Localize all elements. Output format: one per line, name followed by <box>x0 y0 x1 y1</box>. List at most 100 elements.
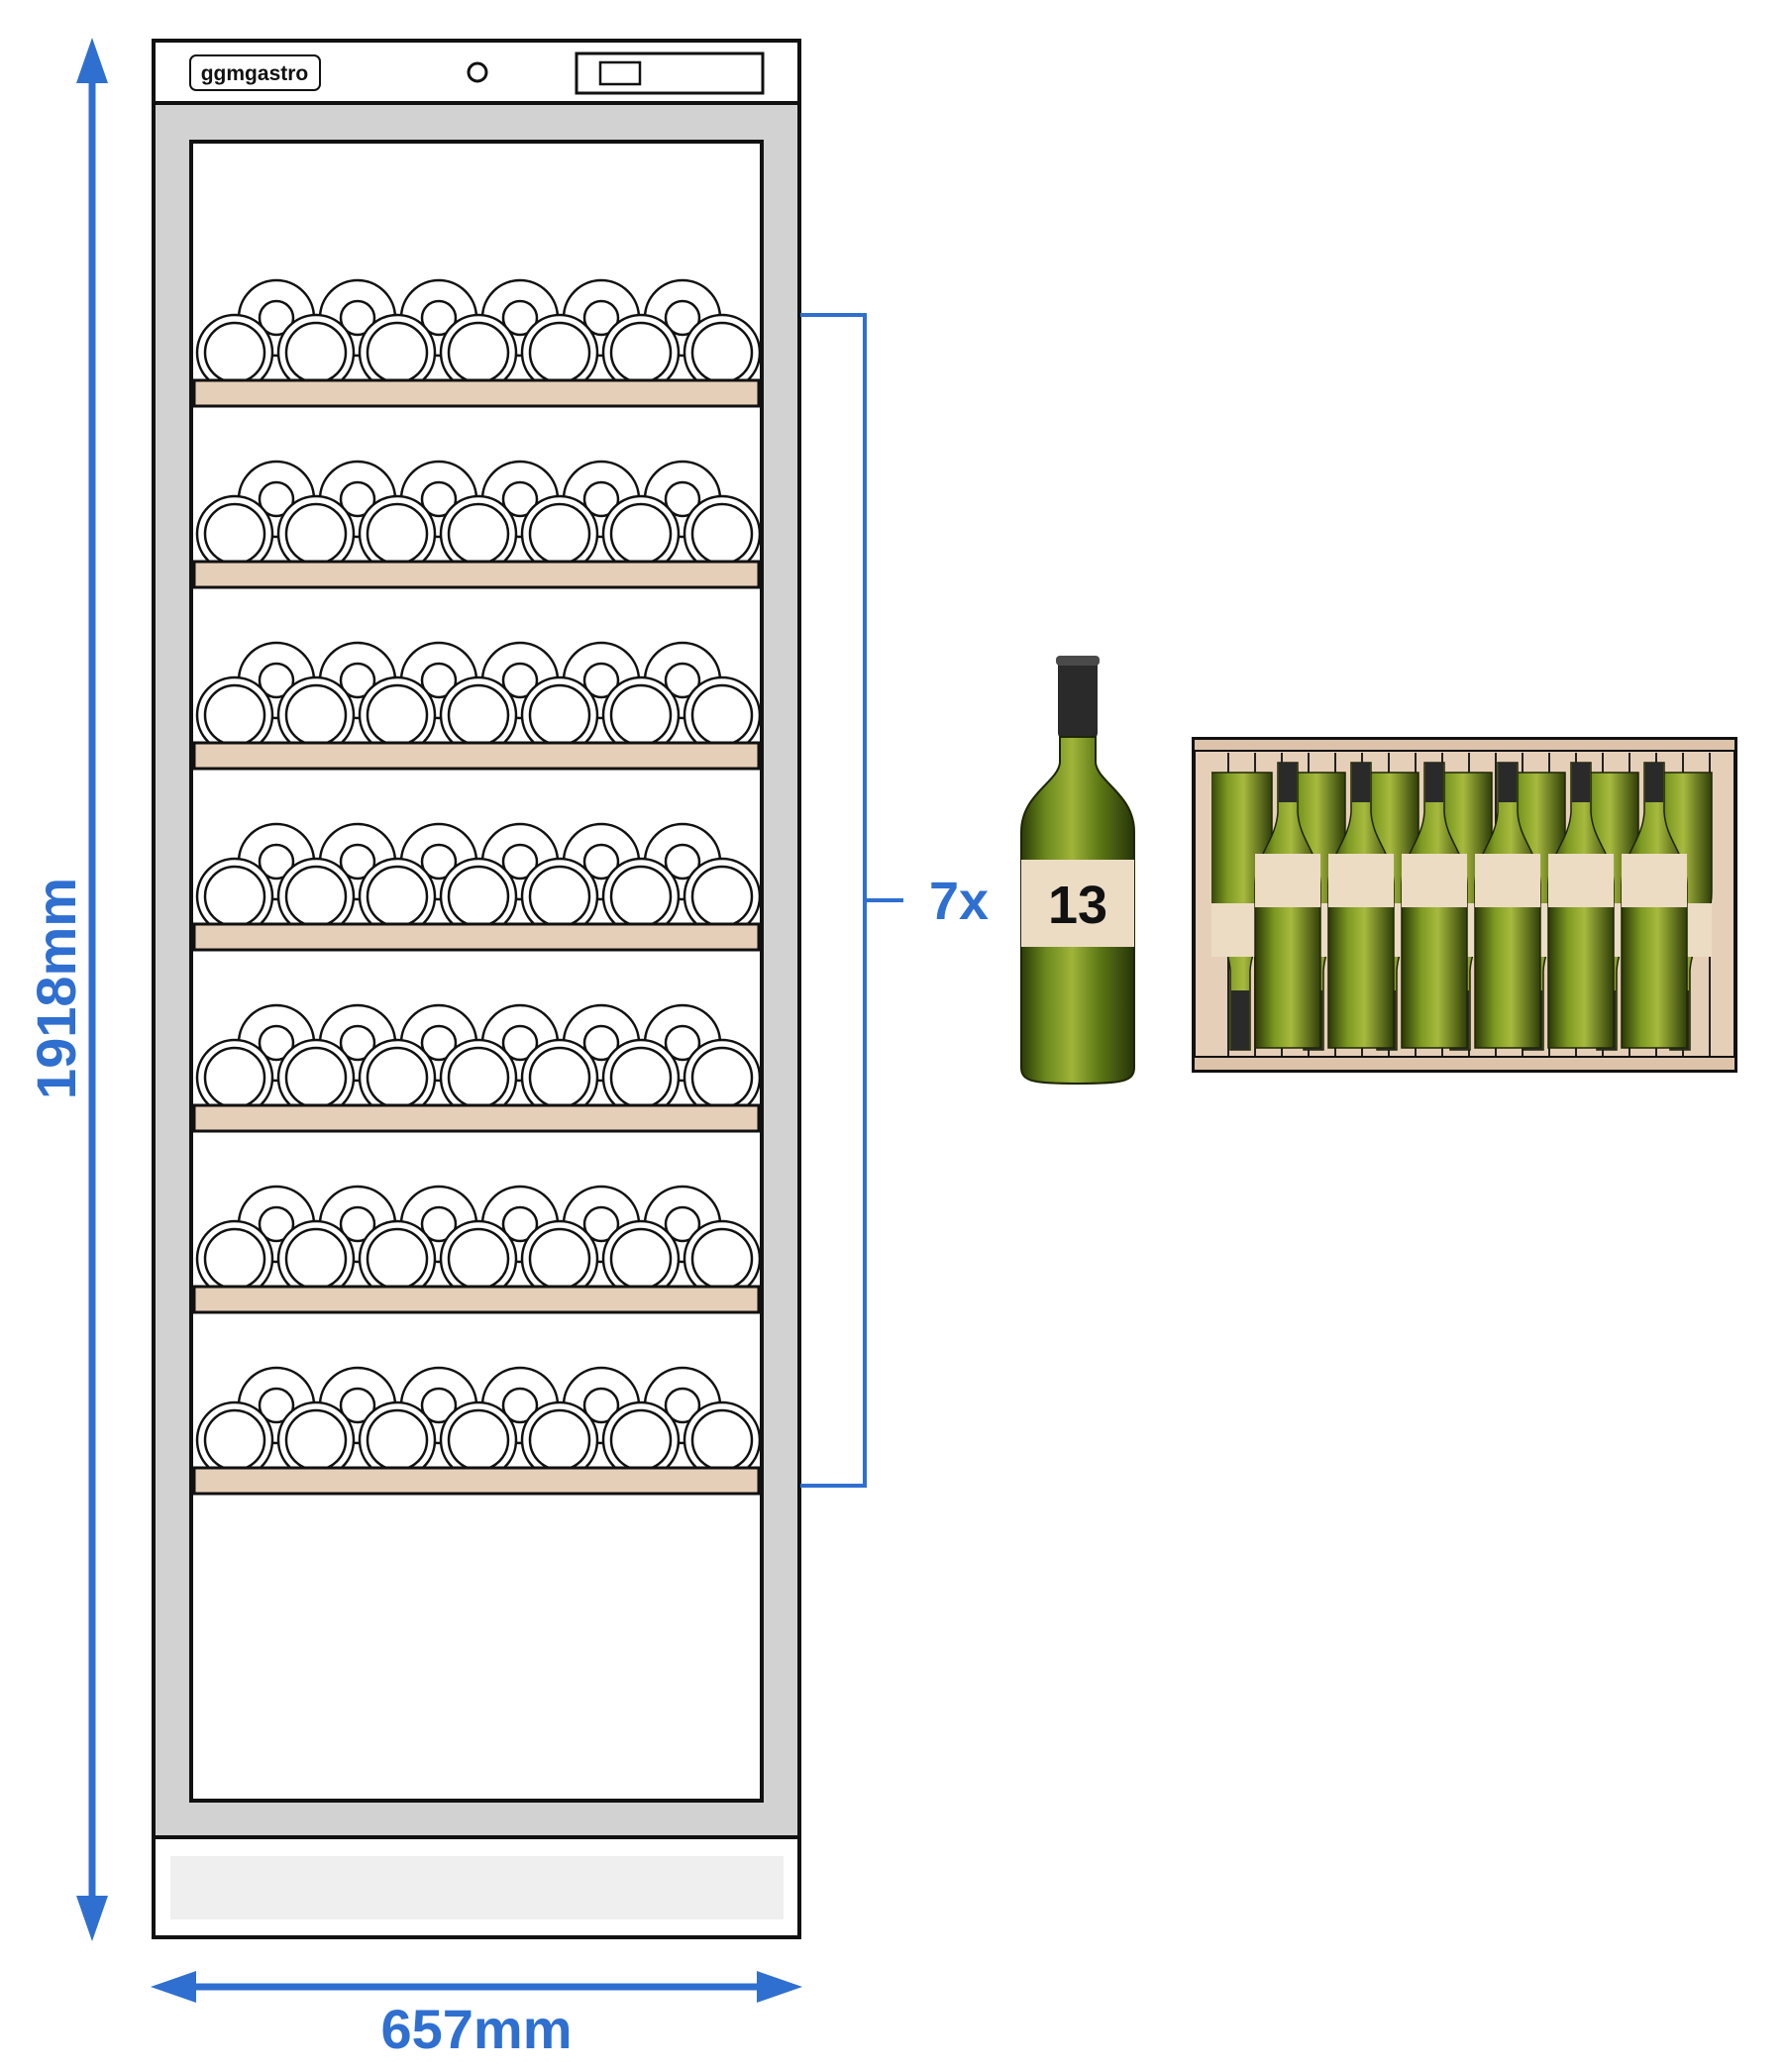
shelf <box>192 822 761 952</box>
bottle-end <box>601 1219 681 1287</box>
rack-bottles-group <box>1211 753 1713 1056</box>
wine-cabinet: ggmgastro <box>152 39 801 1939</box>
bottle-end <box>439 857 518 924</box>
bottle-end <box>195 1038 274 1105</box>
brand-logo: ggmgastro <box>201 62 309 85</box>
bottle-end <box>520 857 599 924</box>
height-arrow-head-top <box>76 38 108 83</box>
shelf <box>192 641 761 771</box>
bottle-end <box>439 494 518 562</box>
bottle-end <box>195 1219 274 1287</box>
bottle-end <box>601 1400 681 1468</box>
rack-bottle <box>1401 762 1468 1049</box>
bottle-end <box>195 675 274 743</box>
bottle-label-text: 13 <box>1048 876 1107 935</box>
bottle-end <box>276 1219 356 1287</box>
shelf-board <box>192 560 761 589</box>
bottle-end <box>601 494 681 562</box>
bottle-end <box>683 1219 760 1287</box>
bottle-ends-row <box>195 641 760 743</box>
bottle-end <box>683 1400 760 1468</box>
shelf-board <box>192 1466 761 1496</box>
bottle-end <box>439 313 518 380</box>
bottle-ends-row <box>195 822 760 924</box>
bottle-end <box>439 1038 518 1105</box>
rack-bottle <box>1621 762 1688 1049</box>
shelf-board <box>192 1285 761 1314</box>
bottle-end <box>276 1038 356 1105</box>
bottle-end <box>195 1400 274 1468</box>
height-dimension: 1918mm <box>25 38 108 1941</box>
bottle-end <box>601 857 681 924</box>
bottle-end <box>276 313 356 380</box>
width-dimension: 657mm <box>151 1971 802 2060</box>
shelf <box>192 1003 761 1133</box>
bottle-end <box>520 1038 599 1105</box>
shelf-board <box>192 922 761 952</box>
bottle-end <box>276 494 356 562</box>
height-arrow-head-bottom <box>76 1896 108 1941</box>
rack-bottle <box>1327 762 1395 1049</box>
bottle-end <box>439 675 518 743</box>
bottle-end <box>195 857 274 924</box>
bottle-ends-row <box>195 278 760 380</box>
shelf-board <box>192 1103 761 1133</box>
shelf-count-label: 7x <box>929 872 989 931</box>
kick-plate <box>170 1856 784 1919</box>
width-label: 657mm <box>380 1998 572 2060</box>
shelf <box>192 1185 761 1314</box>
bottle-end <box>601 1038 681 1105</box>
wine-bottle-icon: 13 <box>1020 656 1135 1086</box>
bottle-end <box>601 313 681 380</box>
bracket-line <box>800 313 867 1488</box>
bottle-end <box>520 1219 599 1287</box>
width-arrow-head-right <box>757 1971 802 2003</box>
bottle-end <box>683 313 760 380</box>
shelf-count-bracket: 7x <box>800 313 989 1488</box>
bottle-end <box>195 313 274 380</box>
bottle-ends-row <box>195 1366 760 1468</box>
bottle-end <box>276 1400 356 1468</box>
bottle-end <box>276 675 356 743</box>
bottle-end <box>520 494 599 562</box>
height-label: 1918mm <box>25 878 87 1099</box>
bottle-end <box>683 494 760 562</box>
bottle-end <box>520 313 599 380</box>
bottle-end <box>683 1038 760 1105</box>
shelf-board <box>192 378 761 408</box>
control-panel: ggmgastro <box>154 52 799 105</box>
bottle-ends-row <box>195 460 760 562</box>
bottle-end <box>358 313 437 380</box>
bottle-end <box>358 857 437 924</box>
shelf-board <box>192 741 761 771</box>
bottle-end <box>520 1400 599 1468</box>
display-screen-icon <box>598 60 642 86</box>
bottle-end <box>439 1219 518 1287</box>
bottle-end <box>601 675 681 743</box>
rack-bottle <box>1547 762 1615 1049</box>
bottle-ends-row <box>195 1185 760 1287</box>
bottle-end <box>520 675 599 743</box>
bottle-capsule <box>1058 656 1098 739</box>
brand-logo-box <box>189 54 321 91</box>
bottle-end <box>276 857 356 924</box>
bottle-end <box>358 1038 437 1105</box>
bottle-end <box>358 1400 437 1468</box>
bottle-end <box>358 675 437 743</box>
bottle-end <box>358 1219 437 1287</box>
shelf <box>192 460 761 589</box>
bottle-end <box>358 494 437 562</box>
bottle-end <box>683 675 760 743</box>
rack-bottle <box>1474 762 1541 1049</box>
shelf <box>192 278 761 408</box>
bottle-end <box>439 1400 518 1468</box>
power-knob-icon <box>467 61 488 83</box>
rack-bottle <box>1254 762 1321 1049</box>
bottle-ends-row <box>195 1003 760 1105</box>
wooden-rack-illustration <box>1192 737 1737 1073</box>
shelves-group <box>192 278 761 1496</box>
width-arrow-head-left <box>151 1971 196 2003</box>
door-glass <box>189 140 764 1803</box>
shelf <box>192 1366 761 1496</box>
